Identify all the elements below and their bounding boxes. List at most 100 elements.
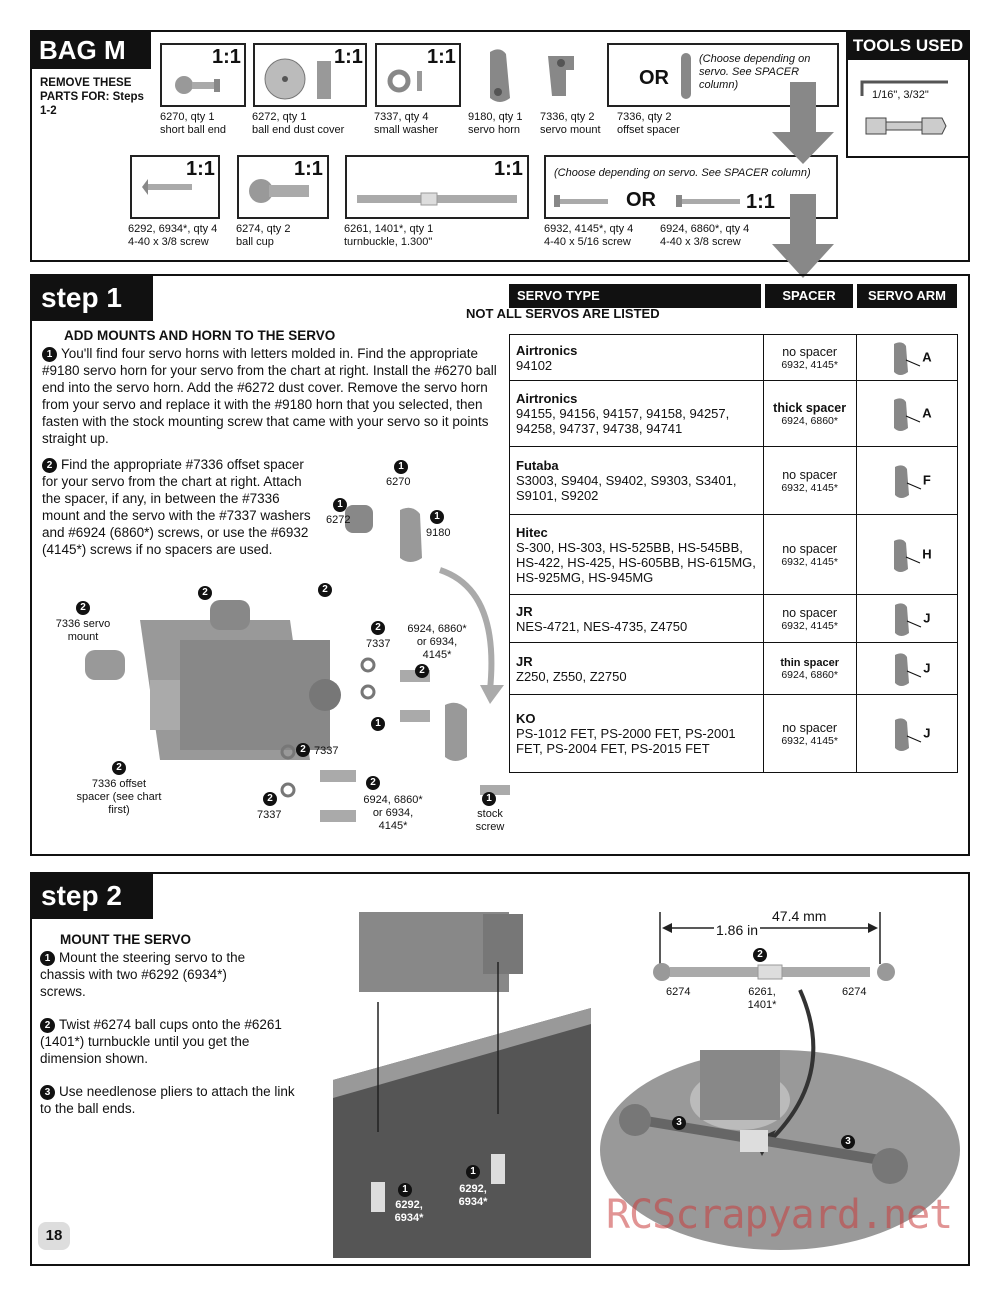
callout-2: 2 (371, 621, 385, 635)
spacer-icon (681, 53, 691, 99)
callout-1: 1 (398, 1183, 412, 1197)
screw-icon (142, 179, 192, 195)
step-number-2: 2 (40, 1017, 55, 1033)
screw-choice-note: (Choose depending on servo. See SPACER c… (554, 167, 811, 179)
servo-horn-icon (895, 717, 922, 751)
label-7337-b: 7337 (314, 745, 339, 757)
label-offset-spacer: 7336 offset spacer (see chart first) (76, 778, 162, 816)
ratio-6272: 1:1 (334, 46, 363, 68)
screw-ratio: 1:1 (746, 191, 775, 213)
step2-heading: MOUNT THE SERVO (60, 932, 192, 947)
callout-1: 1 (430, 510, 444, 524)
step-number-1: 1 (42, 346, 57, 362)
servo-brand: Hitec (516, 524, 548, 540)
bag-title: BAG M (31, 31, 151, 69)
chassis-diagram (333, 912, 591, 1258)
table-header-spacer: SPACER (765, 284, 853, 308)
ball-end-icon (175, 76, 220, 94)
turnbuckle-dimension-diagram (653, 912, 895, 981)
servo-mount-icon (548, 56, 574, 96)
servo-horn-icon (895, 602, 922, 636)
servo-models: 94102 (516, 357, 553, 373)
page-number: 18 (38, 1222, 70, 1250)
ratio-6261: 1:1 (494, 158, 523, 180)
screw-or: OR (626, 189, 656, 211)
spacer-type: thin spacer (780, 656, 839, 669)
spacer-screws: 6932, 4145* (781, 358, 838, 371)
servo-arm-cell: J (855, 594, 959, 643)
label-screw-6292-a: 6292, 6934* (394, 1199, 424, 1224)
part-6270-box (160, 43, 246, 107)
servo-models: S3003, S9404, S9402, S9303, S3401, S9101… (516, 473, 737, 503)
tool-sizes: 1/16", 3/32" (872, 89, 929, 101)
callout-2: 2 (415, 664, 429, 678)
part-6292-box (130, 155, 220, 219)
servo-arm-cell: A (855, 334, 959, 381)
spacer-type: no spacer (782, 605, 838, 620)
servo-horn-icon (895, 652, 922, 686)
ratio-6292: 1:1 (186, 158, 215, 180)
servo-brand: Futaba (516, 458, 559, 473)
servo-arm-cell: J (855, 694, 959, 773)
callout-1: 1 (371, 717, 385, 731)
servo-arm-cell: F (855, 446, 959, 515)
callout-2: 2 (318, 583, 332, 597)
table-note: NOT ALL SERVOS ARE LISTED (466, 306, 660, 321)
servo-brand: Airtronics (516, 391, 578, 406)
step1-heading: ADD MOUNTS AND HORN TO THE SERVO (64, 328, 336, 343)
remove-note: REMOVE THESE PARTS FOR: Steps 1-2 (40, 77, 144, 117)
callout-2: 2 (296, 743, 310, 757)
label-9180: 9180 (426, 527, 451, 539)
servo-models: Z250, Z550, Z2750 (516, 668, 627, 684)
short-screw-icon (554, 195, 608, 207)
long-screw-icon (676, 195, 740, 207)
servo-horn-icon (894, 341, 921, 375)
ratio-7337: 1:1 (427, 46, 456, 68)
callout-2: 2 (112, 761, 126, 775)
label-stock-screw: stock screw (475, 808, 505, 833)
step-number-3: 3 (40, 1084, 55, 1100)
label-6270: 6270 (386, 476, 411, 488)
step1-section (30, 274, 970, 856)
part-6261-box (345, 155, 529, 219)
step-number-1: 1 (40, 950, 55, 966)
spacer-screws: 6924, 6860* (781, 668, 838, 681)
spacer-type: no spacer (782, 467, 838, 482)
spacer-choice-note: (Choose depending on servo. See SPACER c… (699, 53, 811, 91)
spacer-type: thick spacer (773, 400, 847, 415)
servo-arm-letter: A (922, 348, 932, 364)
label-turnbuckle: 6261, 1401* (747, 986, 777, 1011)
ratio-6274: 1:1 (294, 158, 323, 180)
servo-arm-letter: F (922, 471, 931, 487)
servo-brand: JR (516, 603, 533, 619)
watermark: RCScrapyard.net (606, 1192, 953, 1238)
spacer-type: no spacer (782, 344, 838, 359)
callout-1: 1 (482, 792, 496, 806)
servo-arm-cell: J (855, 642, 959, 695)
servo-models: NES-4721, NES-4735, Z4750 (516, 618, 688, 634)
spacer-screws: 6924, 6860* (781, 414, 838, 427)
arrow-down-icon (772, 82, 834, 278)
servo-horn-icon (894, 464, 922, 498)
